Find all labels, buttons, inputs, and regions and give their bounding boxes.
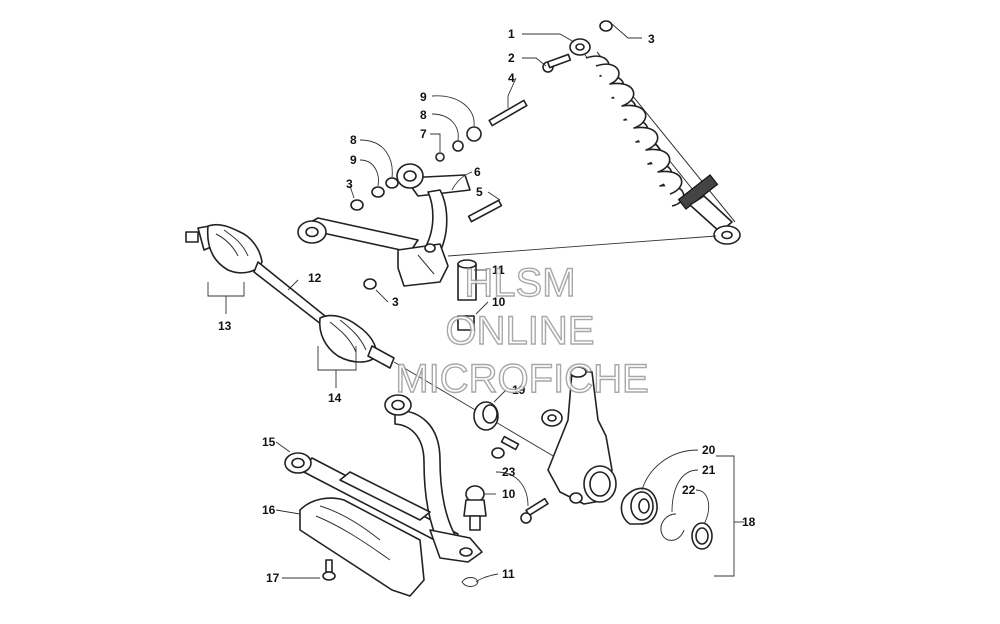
cv-axle-shaft xyxy=(185,223,561,461)
callout-21: 21 xyxy=(702,463,716,477)
lower-a-arm xyxy=(284,394,483,563)
callout-8: 8 xyxy=(350,133,357,147)
callout-10: 10 xyxy=(502,487,516,501)
callout-6: 6 xyxy=(474,165,481,179)
callout-13: 13 xyxy=(218,319,232,333)
callout-5: 5 xyxy=(476,185,483,199)
arm-bolt xyxy=(467,199,503,223)
upper-arm-ball-joint-mount xyxy=(397,243,449,287)
upper-bolt xyxy=(488,99,528,127)
callout-14: 14 xyxy=(328,391,342,405)
shock-absorber xyxy=(569,20,741,245)
guard-screw xyxy=(325,559,333,573)
callout-12: 12 xyxy=(308,271,322,285)
nut xyxy=(350,199,364,211)
wheel-bearing-assembly xyxy=(620,487,713,550)
watermark: HLSM ONLINE MICROFICHE xyxy=(395,260,650,401)
callout-23: 23 xyxy=(502,465,516,479)
callout-18: 18 xyxy=(742,515,756,529)
callout-17: 17 xyxy=(266,571,280,585)
callout-11: 11 xyxy=(492,263,505,277)
callout-22: 22 xyxy=(682,483,696,497)
lower-ball-joint xyxy=(461,485,487,587)
callout-11: 11 xyxy=(502,567,515,581)
watermark-line-2: ONLINE xyxy=(446,309,595,353)
callout-3: 3 xyxy=(346,177,353,191)
lower-arm-ball-joint-mount xyxy=(429,529,483,563)
shock-top-nut xyxy=(599,20,613,32)
callout-3: 3 xyxy=(392,295,399,309)
watermark-line-3: MICROFICHE xyxy=(395,357,648,401)
callout-9: 9 xyxy=(350,153,357,167)
inner-cv-boot xyxy=(206,223,263,274)
upper-ball-joint xyxy=(457,259,477,331)
callout-20: 20 xyxy=(702,443,716,457)
callout-4: 4 xyxy=(508,71,515,85)
callout-16: 16 xyxy=(262,503,276,517)
callout-7: 7 xyxy=(420,127,427,141)
leader-lines xyxy=(207,23,744,583)
steering-knuckle xyxy=(491,366,617,524)
watermark-line-1: HLSM xyxy=(464,261,575,305)
callout-labels: 1 2 3 4 9 8 7 8 9 3 6 5 12 11 3 10 13 14… xyxy=(218,27,756,585)
callout-15: 15 xyxy=(262,435,276,449)
callout-10: 10 xyxy=(492,295,506,309)
callout-19: 19 xyxy=(512,383,526,397)
upper-arm-hardware xyxy=(350,53,572,290)
upper-a-arm xyxy=(297,163,717,287)
callout-1: 1 xyxy=(508,27,515,41)
callout-8: 8 xyxy=(420,108,427,122)
callout-3: 3 xyxy=(648,32,655,46)
a-arm-guard xyxy=(299,497,425,597)
callout-2: 2 xyxy=(508,51,515,65)
callout-9: 9 xyxy=(420,90,427,104)
oil-seal xyxy=(473,401,499,431)
